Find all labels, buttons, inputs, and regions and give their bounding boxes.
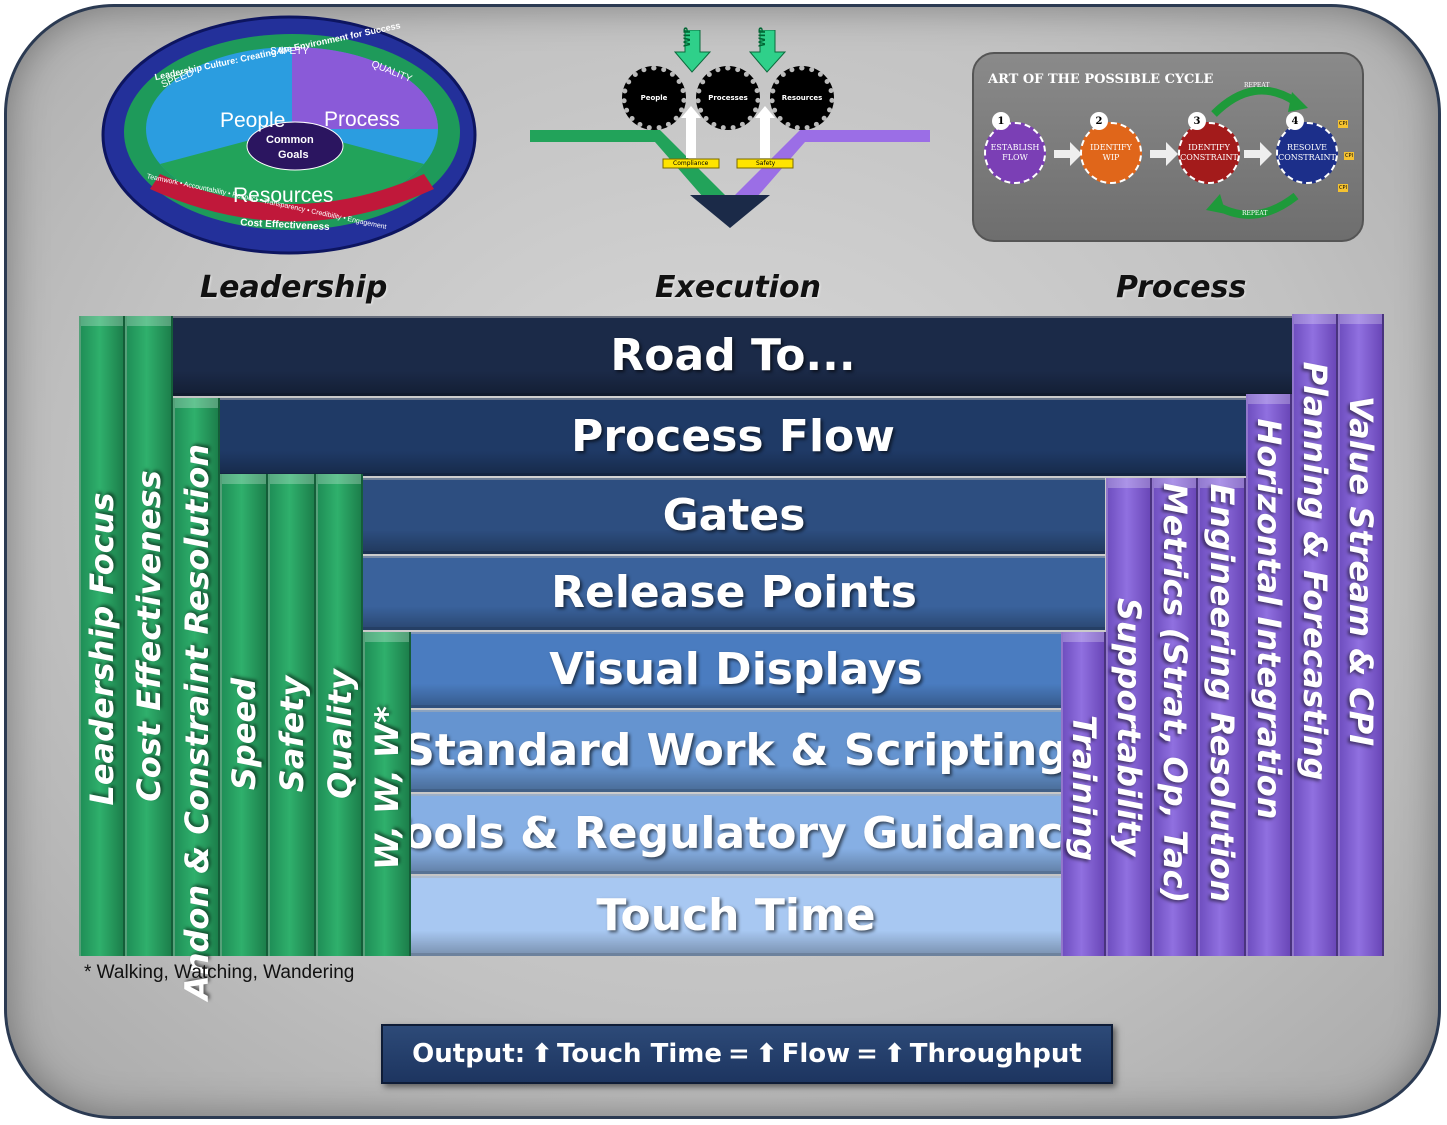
pillar-label: Leadership Focus xyxy=(83,492,121,806)
pillar-engineering-resolution: Engineering Resolution xyxy=(1198,478,1246,956)
pillar-label: W, W, W* xyxy=(368,705,406,870)
pillar-label: Safety xyxy=(273,676,311,793)
bar-process-flow: Process Flow xyxy=(218,398,1248,476)
pillar-value-stream: Value Stream & CPI xyxy=(1338,314,1384,956)
pillar-label: Training xyxy=(1064,714,1103,861)
wheel-process: Process xyxy=(324,108,400,131)
wheel-center-2: Goals xyxy=(278,149,309,161)
footnote: * Walking, Watching, Wandering xyxy=(84,962,355,983)
pillar-training: Training xyxy=(1061,632,1106,956)
pillar-metrics: Metrics (Strat, Op, Tac) xyxy=(1152,478,1198,956)
tag-compliance: Compliance xyxy=(673,160,709,167)
apc-arrows xyxy=(1054,86,1308,219)
bar-tools-guidance: Tools & Regulatory Guidance xyxy=(379,794,1093,874)
pillar-supportability: Supportability xyxy=(1106,478,1152,956)
apc-num-1: 1 xyxy=(992,112,1010,130)
pillar-label: Speed xyxy=(225,678,263,791)
pillar-quality: Quality xyxy=(316,474,363,956)
apc-cpi-3: CPI xyxy=(1338,184,1348,192)
pillar-label: Andon & Constraint Resolution xyxy=(177,443,216,1000)
apc-step-2: IDENTIFY WIP xyxy=(1080,122,1142,184)
output-banner: Output: ⬆ Touch Time = ⬆ Flow = ⬆ Throug… xyxy=(381,1024,1113,1084)
pillar-planning-forecasting: Planning & Forecasting xyxy=(1292,314,1338,956)
pillar-safety: Safety xyxy=(268,474,316,956)
apc-repeat-bottom: REPEAT xyxy=(1242,210,1268,217)
apc-num-2: 2 xyxy=(1090,112,1108,130)
bar-standard-work: Standard Work & Scripting xyxy=(403,710,1069,792)
leadership-wheel: People Process Resources Common Goals Co… xyxy=(101,15,477,255)
pillar-leadership-focus: Leadership Focus xyxy=(79,316,125,956)
bar-visual-displays: Visual Displays xyxy=(411,632,1061,708)
wheel-people: People xyxy=(220,109,285,132)
heading-leadership: Leadership xyxy=(200,270,388,305)
up-arrow-icon: ⬆ xyxy=(883,1039,906,1069)
wip-label-1: WIP xyxy=(682,27,693,47)
apc-cpi-1: CPI xyxy=(1338,120,1348,128)
up-arrow-icon: ⬆ xyxy=(755,1039,778,1069)
pillar-label: Value Stream & CPI xyxy=(1342,395,1380,746)
gear-people-icon: People xyxy=(622,66,686,130)
pillar-cost-effectiveness: Cost Effectiveness xyxy=(125,316,173,956)
gear-processes-icon: Processes xyxy=(696,66,760,130)
gear-resources-icon: Resources xyxy=(770,66,834,130)
pillar-label: Cost Effectiveness xyxy=(130,470,168,802)
apc-num-3: 3 xyxy=(1188,112,1206,130)
execution-funnel xyxy=(530,30,930,228)
pillar-speed: Speed xyxy=(220,474,268,956)
bar-touch-time: Touch Time xyxy=(411,876,1061,956)
pillar-label: Supportability xyxy=(1110,597,1148,856)
apc-repeat-top: REPEAT xyxy=(1244,82,1270,89)
apc-step-1: ESTABLISH FLOW xyxy=(984,122,1046,184)
bar-release-points: Release Points xyxy=(363,556,1105,630)
art-of-possible-cycle: ART OF THE POSSIBLE CYCLE REPEAT REPEAT … xyxy=(972,52,1364,242)
wheel-center-1: Common xyxy=(266,134,314,146)
pillar-label: Planning & Forecasting xyxy=(1296,361,1334,781)
pillar-www: W, W, W* xyxy=(363,632,411,956)
apc-title: ART OF THE POSSIBLE CYCLE xyxy=(988,72,1214,87)
apc-cpi-2: CPI xyxy=(1344,152,1354,160)
wip-label-2: WIP xyxy=(757,27,768,47)
pillar-horizontal-integration: Horizontal Integration xyxy=(1246,394,1292,956)
output-touch-time: Touch Time xyxy=(556,1039,722,1069)
pillar-label: Engineering Resolution xyxy=(1203,483,1241,903)
bar-gates: Gates xyxy=(363,478,1105,554)
tag-safety: Safety xyxy=(756,160,776,167)
apc-step-3: IDENTIFY CONSTRAINT xyxy=(1178,122,1240,184)
output-throughput: Throughput xyxy=(909,1039,1082,1069)
output-equals-2: = xyxy=(856,1039,878,1069)
output-equals-1: = xyxy=(727,1039,750,1069)
bar-road-to: Road To... xyxy=(172,316,1294,396)
up-arrow-icon: ⬆ xyxy=(531,1039,553,1069)
pillar-label: Quality xyxy=(320,669,359,800)
heading-process: Process xyxy=(1116,270,1247,305)
pillar-andon: Andon & Constraint Resolution xyxy=(173,398,220,1000)
wheel-cost: Cost Effectiveness xyxy=(240,217,330,233)
wheel-resources: Resources xyxy=(233,184,333,207)
apc-step-4: RESOLVE CONSTRAINT xyxy=(1276,122,1338,184)
pillar-label: Horizontal Integration xyxy=(1250,418,1288,820)
execution-graphic: WIP WIP People Processes Resources Compl… xyxy=(530,27,930,230)
wheel-safety: SAFETY xyxy=(270,46,309,57)
output-prefix: Output: xyxy=(412,1039,526,1069)
output-flow: Flow xyxy=(781,1039,851,1069)
apc-num-4: 4 xyxy=(1286,112,1304,130)
heading-execution: Execution xyxy=(655,270,821,305)
pillar-label: Metrics (Strat, Op, Tac) xyxy=(1156,482,1194,904)
